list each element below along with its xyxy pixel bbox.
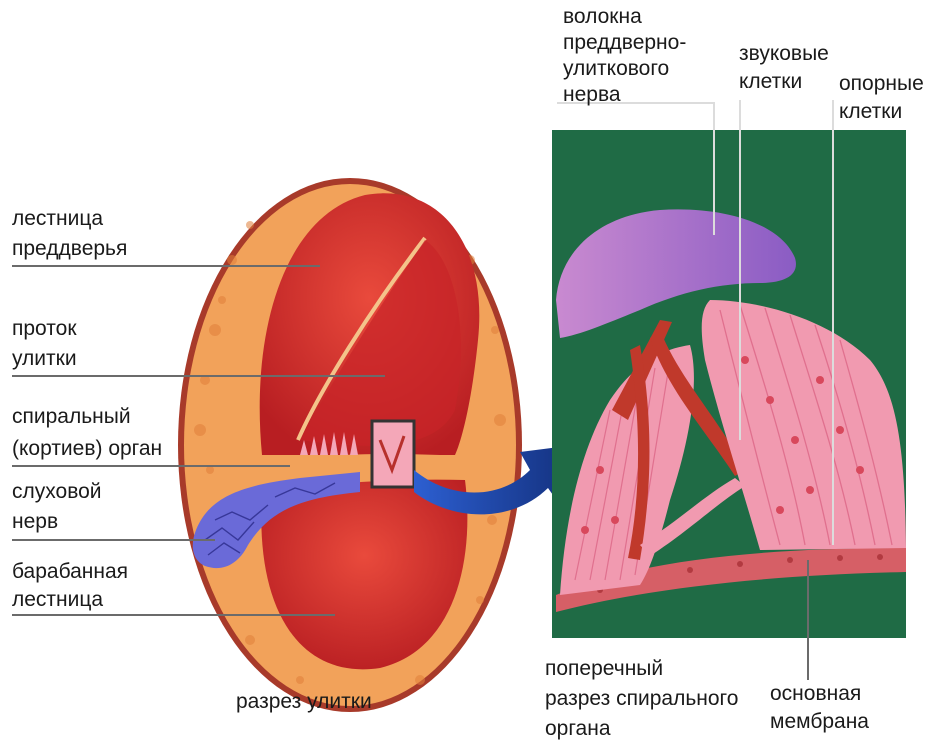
spiral-organ-panel bbox=[552, 130, 906, 638]
zoom-box bbox=[372, 421, 414, 487]
caption-basilar-membrane-1: основная bbox=[770, 682, 861, 705]
label-support-cells-1: опорные bbox=[839, 72, 924, 95]
label-organ-of-corti-1: спиральный bbox=[12, 405, 131, 428]
bottom-captions: поперечный разрез спирального органа осн… bbox=[545, 657, 869, 740]
caption-spiral-organ-3: органа bbox=[545, 717, 611, 740]
label-nerve-fibers-2: преддверно- bbox=[563, 31, 686, 54]
top-labels: волокна преддверно- улиткового нерва зву… bbox=[563, 5, 924, 123]
label-auditory-nerve-2: нерв bbox=[12, 510, 58, 533]
label-scala-vestibuli-1: лестница bbox=[12, 207, 103, 230]
cochlea-section-illustration bbox=[178, 178, 522, 712]
label-scala-tympani-1: барабанная bbox=[12, 560, 128, 583]
caption-cochlea-section: разрез улитки bbox=[236, 690, 372, 713]
label-cochlear-duct-1: проток bbox=[12, 317, 77, 340]
label-organ-of-corti-2: (кортиев) орган bbox=[12, 437, 162, 460]
label-nerve-fibers-4: нерва bbox=[563, 83, 621, 106]
left-labels: лестница преддверья проток улитки спирал… bbox=[12, 207, 162, 611]
label-support-cells-2: клетки bbox=[839, 100, 902, 123]
caption-spiral-organ-2: разрез спирального bbox=[545, 687, 738, 710]
caption-spiral-organ-1: поперечный bbox=[545, 657, 663, 680]
label-sound-cells-2: клетки bbox=[739, 70, 802, 93]
label-nerve-fibers-1: волокна bbox=[563, 5, 642, 28]
label-sound-cells-1: звуковые bbox=[739, 42, 829, 65]
caption-basilar-membrane-2: мембрана bbox=[770, 710, 869, 733]
label-scala-tympani-2: лестница bbox=[12, 588, 103, 611]
label-cochlear-duct-2: улитки bbox=[12, 347, 77, 370]
label-scala-vestibuli-2: преддверья bbox=[12, 237, 127, 260]
label-nerve-fibers-3: улиткового bbox=[563, 57, 669, 80]
label-auditory-nerve-1: слуховой bbox=[12, 480, 102, 503]
